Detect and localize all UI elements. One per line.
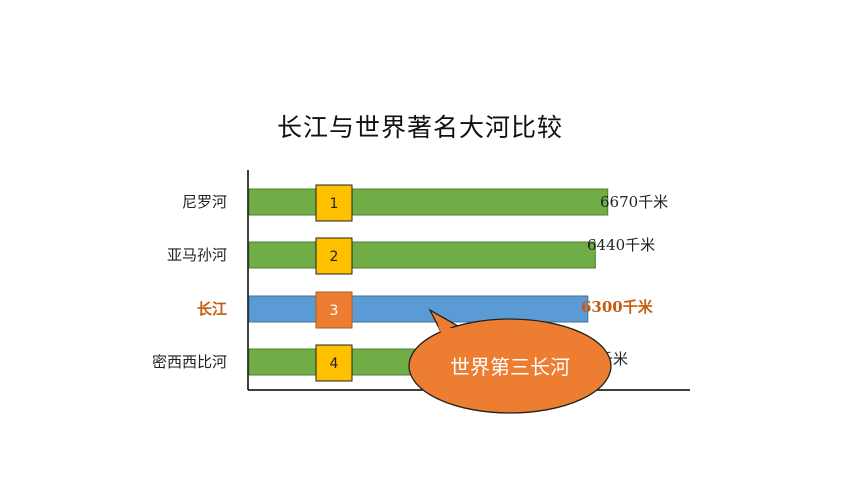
rank-badge [315, 291, 353, 329]
data-label: 6300千米 [581, 298, 654, 316]
category-label: 长江 [197, 300, 227, 318]
bar [248, 188, 609, 216]
callout-seam [438, 326, 470, 344]
rank-badge-label: 4 [330, 356, 339, 372]
data-label: 6670千米 [600, 193, 668, 211]
category-label: 亚马孙河 [167, 246, 227, 264]
callout-bubble [408, 318, 612, 414]
rank-badge-label: 2 [330, 249, 339, 265]
rank-badge-label: 3 [330, 303, 339, 319]
data-label: 6440千米 [587, 236, 655, 254]
callout-text: 世界第三长河 [450, 355, 570, 379]
chart-title: 长江与世界著名大河比较 [276, 113, 563, 142]
bar [248, 241, 596, 269]
rank-badge-label: 1 [330, 196, 339, 212]
rank-badge [315, 344, 353, 382]
rank-badge [315, 184, 353, 222]
bar [248, 295, 589, 323]
category-label: 密西西比河 [152, 353, 227, 371]
rank-badge [315, 237, 353, 275]
category-label: 尼罗河 [182, 193, 227, 211]
